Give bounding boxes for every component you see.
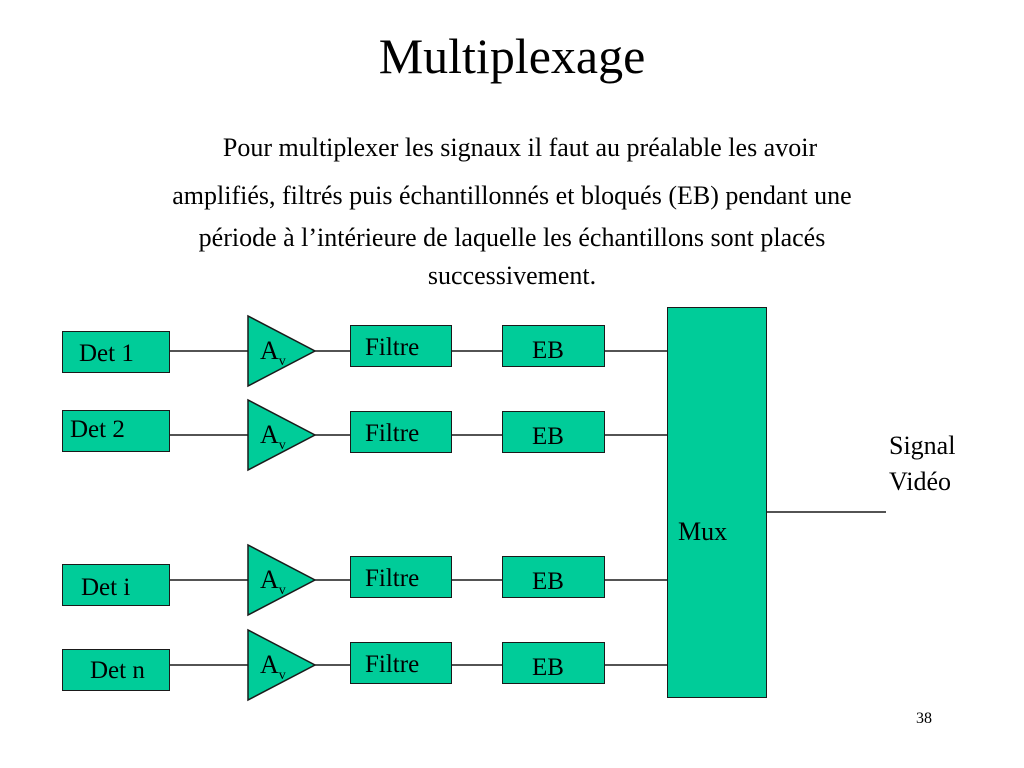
amplifier-label-1: Av bbox=[260, 336, 286, 369]
filter-label-i: Filtre bbox=[365, 565, 420, 592]
filter-label-n: Filtre bbox=[365, 651, 420, 678]
amplifier-triangle-i bbox=[247, 543, 317, 617]
filter-box-i: Filtre bbox=[350, 556, 452, 598]
mux-label: Mux bbox=[678, 517, 728, 546]
amplifier-triangle-n bbox=[247, 628, 317, 702]
filter-box-1: Filtre bbox=[350, 325, 452, 367]
eb-label-1: EB bbox=[532, 337, 564, 364]
eb-label-i: EB bbox=[532, 568, 564, 595]
paragraph-line-1: Pour multiplexer les signaux il faut au … bbox=[222, 133, 818, 162]
detector-label-1: Det 1 bbox=[79, 340, 134, 367]
filter-box-n: Filtre bbox=[350, 642, 452, 684]
page-number: 38 bbox=[916, 710, 932, 727]
paragraph-line-4: successivement. bbox=[427, 261, 597, 290]
filter-label-2: Filtre bbox=[365, 420, 420, 447]
amplifier-triangle-2 bbox=[247, 398, 317, 472]
detector-box-n: Det n bbox=[62, 649, 170, 691]
eb-box-2: EB bbox=[502, 411, 605, 453]
detector-label-2: Det 2 bbox=[70, 416, 125, 443]
eb-box-1: EB bbox=[502, 325, 605, 367]
detector-label-i: Det i bbox=[81, 574, 131, 601]
output-signal-label: Signal Vidéo bbox=[889, 428, 955, 500]
detector-box-i: Det i bbox=[62, 564, 170, 606]
slide-title: Multiplexage bbox=[378, 28, 646, 84]
detector-box-2: Det 2 bbox=[62, 410, 170, 452]
mux-block: Mux bbox=[667, 307, 767, 698]
amplifier-label-n: Av bbox=[260, 650, 286, 683]
eb-box-i: EB bbox=[502, 556, 605, 598]
output-signal-line-2: Vidéo bbox=[889, 467, 951, 496]
amplifier-triangle-1 bbox=[247, 314, 317, 388]
eb-label-n: EB bbox=[532, 654, 564, 681]
amplifier-label-i: Av bbox=[260, 565, 286, 598]
amplifier-label-2: Av bbox=[260, 420, 286, 453]
paragraph-line-2: amplifiés, filtrés puis échantillonnés e… bbox=[172, 181, 852, 210]
detector-box-1: Det 1 bbox=[62, 331, 170, 373]
eb-label-2: EB bbox=[532, 423, 564, 450]
filter-label-1: Filtre bbox=[365, 334, 420, 361]
detector-label-n: Det n bbox=[90, 657, 145, 684]
paragraph-line-3: période à l’intérieure de laquelle les é… bbox=[198, 223, 826, 252]
eb-box-n: EB bbox=[502, 642, 605, 684]
filter-box-2: Filtre bbox=[350, 411, 452, 453]
output-signal-line-1: Signal bbox=[889, 431, 956, 460]
